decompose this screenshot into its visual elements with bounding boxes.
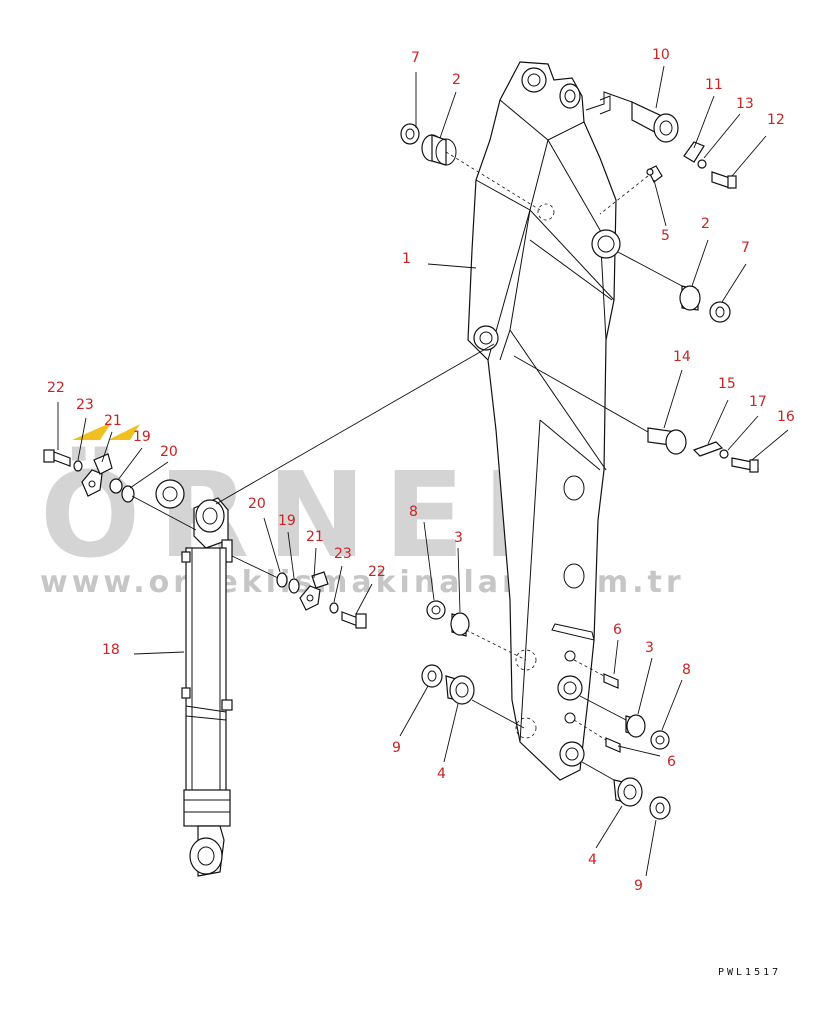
callout-8-right: 8 [682, 662, 691, 678]
callout-14: 14 [673, 349, 691, 365]
plate-part-21-left[interactable] [81, 453, 113, 497]
callout-7-right: 7 [741, 240, 750, 256]
watermark-accent-mark-2 [108, 424, 140, 440]
callout-20-middle: 20 [248, 496, 266, 512]
plate-part-15[interactable] [692, 441, 724, 457]
callout-6-upper: 6 [613, 622, 622, 638]
plate-part-21-middle[interactable] [299, 571, 329, 611]
pin-part-10[interactable] [631, 101, 679, 143]
cylinder-part-18[interactable] [181, 497, 233, 877]
callout-3-right: 3 [645, 640, 654, 656]
seal-part-9-right[interactable] [649, 796, 671, 820]
callout-13: 13 [736, 96, 754, 112]
callout-22-left: 22 [47, 380, 65, 396]
callout-21-left: 21 [104, 413, 122, 429]
washer-part-23-left[interactable] [73, 460, 83, 472]
watermark-brand: ÖRNEK [40, 446, 592, 584]
callout-23-middle: 23 [334, 546, 352, 562]
arm-part-1[interactable] [467, 61, 621, 781]
plate-part-11[interactable] [683, 141, 705, 163]
bushing-part-4-left[interactable] [445, 675, 475, 705]
callout-22-middle: 22 [368, 564, 386, 580]
washer-part-13[interactable] [697, 159, 707, 169]
callout-9-left: 9 [392, 740, 401, 756]
callout-19-left: 19 [133, 429, 151, 445]
callout-2-top: 2 [452, 72, 461, 88]
callouts: 1 2 2 3 3 4 4 5 6 6 7 7 8 8 9 9 10 11 12… [47, 47, 795, 894]
bolt-part-16[interactable] [731, 457, 759, 473]
callout-8-left: 8 [409, 504, 418, 520]
callout-10: 10 [652, 47, 670, 63]
grease-fitting-part-6-lower[interactable] [605, 737, 621, 753]
bushing-part-2-right[interactable] [679, 285, 701, 311]
bushing-left-group[interactable] [155, 479, 185, 509]
ring-part-19-left[interactable] [109, 478, 123, 494]
bushing-part-3-left[interactable] [450, 612, 470, 637]
bushing-part-4-right[interactable] [613, 777, 643, 807]
bolt-part-22-middle[interactable] [341, 611, 367, 629]
callout-4-left: 4 [437, 766, 446, 782]
bolt-part-12[interactable] [711, 171, 737, 189]
seal-part-7-right[interactable] [709, 301, 731, 323]
callout-7-top: 7 [411, 50, 420, 66]
seal-part-9-left[interactable] [421, 664, 443, 688]
seal-part-7-top[interactable] [400, 123, 420, 145]
grease-fitting-part-6-upper[interactable] [603, 673, 619, 689]
watermark-accent-mark [72, 422, 112, 440]
callout-9-right: 9 [634, 878, 643, 894]
bolt-part-22-left[interactable] [43, 449, 71, 467]
seal-part-8-right[interactable] [650, 730, 670, 750]
leader-lines [57, 65, 789, 877]
ring-part-20-middle[interactable] [276, 572, 288, 588]
callout-18: 18 [102, 642, 120, 658]
callout-15: 15 [718, 376, 736, 392]
callout-19-middle: 19 [278, 513, 296, 529]
callout-17: 17 [749, 394, 767, 410]
callout-5: 5 [661, 228, 670, 244]
callout-20-left: 20 [160, 444, 178, 460]
bushing-part-3-right[interactable] [625, 714, 646, 738]
seal-part-8-left[interactable] [426, 600, 446, 620]
callout-11: 11 [705, 77, 723, 93]
grease-fitting-part-5[interactable] [646, 165, 663, 183]
pin-part-14[interactable] [647, 427, 687, 455]
callout-3-left: 3 [454, 530, 463, 546]
callout-12: 12 [767, 112, 785, 128]
washer-part-23-middle[interactable] [329, 602, 339, 614]
bushing-part-2-top[interactable] [421, 134, 457, 166]
drawing-code: PWL1517 [718, 967, 781, 978]
ring-part-20-left[interactable] [121, 485, 135, 503]
callout-4-right: 4 [588, 852, 597, 868]
ring-part-19-middle[interactable] [288, 578, 300, 594]
callout-1: 1 [402, 251, 411, 267]
callout-21-middle: 21 [306, 529, 324, 545]
callout-16: 16 [777, 409, 795, 425]
washer-part-17[interactable] [719, 449, 729, 459]
callout-6-lower: 6 [667, 754, 676, 770]
callout-2-right: 2 [701, 216, 710, 232]
callout-23-left: 23 [76, 397, 94, 413]
